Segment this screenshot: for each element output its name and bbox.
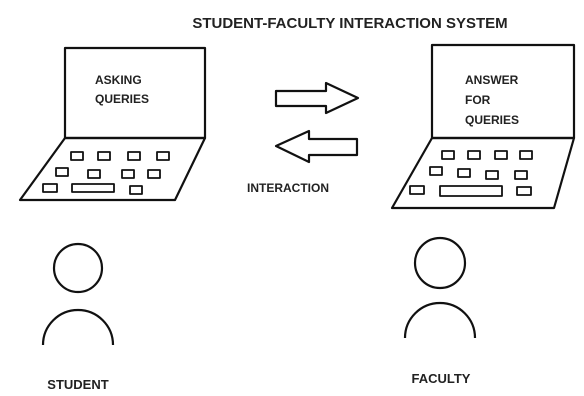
student-body bbox=[41, 308, 115, 346]
student-laptop-keyboard bbox=[18, 136, 207, 202]
faculty-body bbox=[403, 301, 477, 339]
diagram-title: STUDENT-FACULTY INTERACTION SYSTEM bbox=[192, 15, 507, 32]
student-person-icon bbox=[41, 242, 115, 346]
faculty-screen-text: ANSWER FOR QUERIES bbox=[465, 73, 522, 127]
left-arrow-icon bbox=[274, 129, 359, 164]
faculty-screen-line: QUERIES bbox=[465, 113, 519, 127]
faculty-laptop-icon bbox=[390, 43, 576, 210]
faculty-person-icon bbox=[403, 236, 477, 339]
right-arrow-icon bbox=[274, 81, 360, 115]
student-laptop-icon bbox=[18, 46, 207, 202]
student-screen-line: QUERIES bbox=[95, 92, 149, 106]
student-screen-text: ASKING QUERIES bbox=[95, 73, 149, 106]
faculty-screen-line: FOR bbox=[465, 93, 491, 107]
faculty-label: FACULTY bbox=[412, 371, 471, 386]
student-label: STUDENT bbox=[47, 377, 108, 392]
faculty-head bbox=[413, 236, 467, 290]
faculty-screen-line: ANSWER bbox=[465, 73, 519, 87]
student-head bbox=[52, 242, 104, 294]
interaction-label: INTERACTION bbox=[247, 181, 329, 195]
faculty-laptop-keyboard bbox=[390, 136, 576, 210]
student-screen-line: ASKING bbox=[95, 73, 142, 87]
